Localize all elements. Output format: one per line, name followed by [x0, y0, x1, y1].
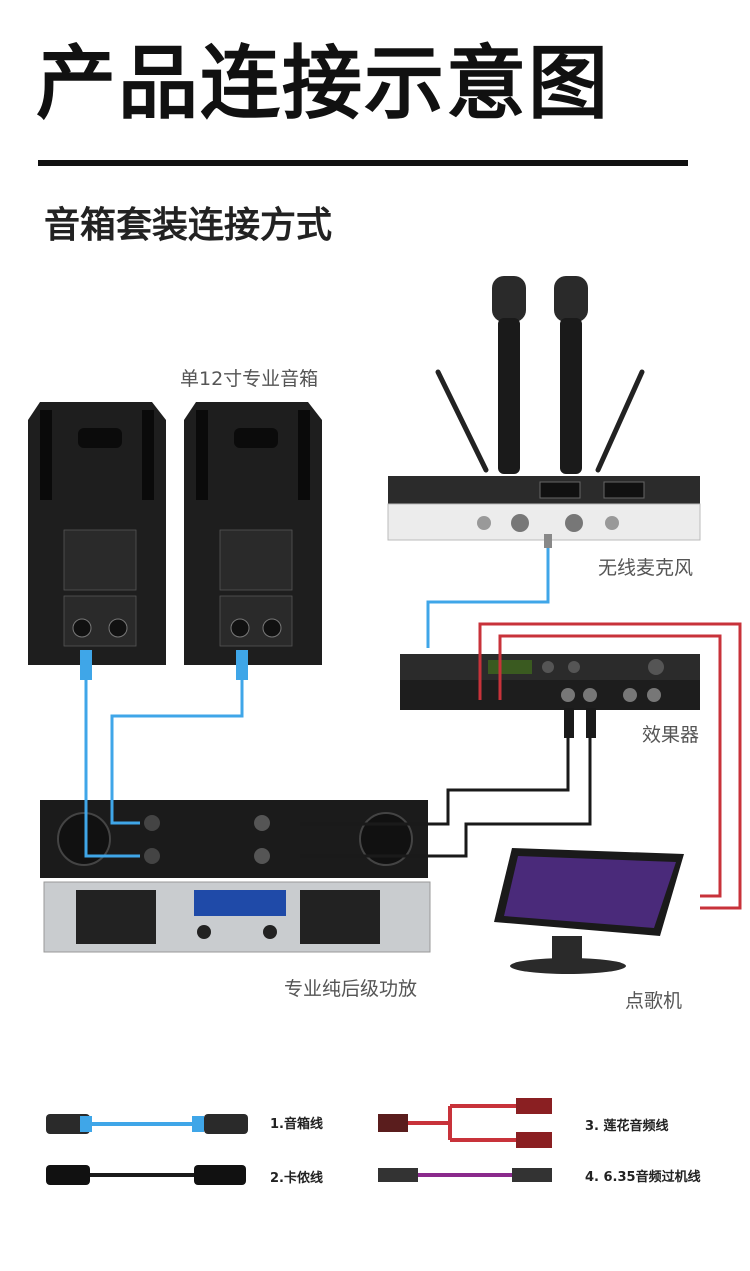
effects-processor	[400, 654, 700, 710]
cable-plugs	[80, 534, 596, 738]
power-amplifier	[40, 800, 431, 953]
speakers-label: 单12寸专业音箱	[180, 368, 319, 390]
legend-label-trs-cable: 4. 6.35音频过机线	[585, 1170, 701, 1185]
title-divider	[38, 160, 688, 166]
microphone-label: 无线麦克风	[598, 557, 694, 579]
page-title: 产品连接示意图	[36, 37, 610, 130]
legend-speaker-cable	[46, 1114, 248, 1134]
legend-label-xlr-cable: 2.卡侬线	[270, 1171, 323, 1186]
effects-label: 效果器	[642, 724, 700, 746]
wireless-microphone-set	[387, 276, 701, 541]
cable-routes	[84, 542, 742, 910]
legend-label-rca-cable: 3. 莲花音频线	[585, 1119, 669, 1134]
legend-xlr-cable	[46, 1165, 246, 1185]
speaker-left	[28, 402, 166, 665]
legend-label-speaker-cable: 1.音箱线	[270, 1117, 323, 1132]
legend-trs-cable	[378, 1168, 552, 1182]
ktv-label: 点歌机	[625, 990, 683, 1012]
ktv-touchscreen	[494, 848, 684, 974]
speaker-right	[184, 402, 322, 665]
section-subtitle: 音箱套装连接方式	[44, 205, 333, 246]
legend-rca-cable	[378, 1098, 552, 1148]
amplifier-label: 专业纯后级功放	[284, 978, 418, 1000]
